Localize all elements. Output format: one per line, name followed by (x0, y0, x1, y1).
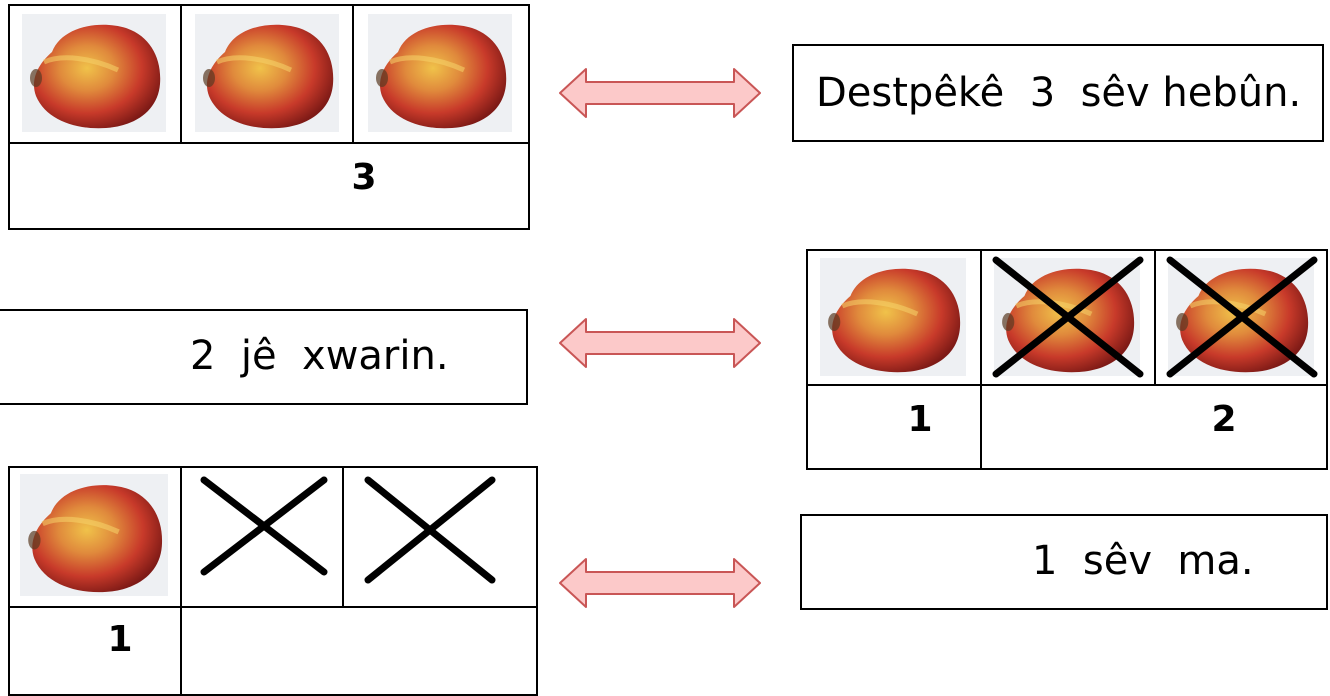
divider (806, 384, 1328, 386)
double-arrow-icon (559, 558, 761, 608)
cross-mark-icon (364, 476, 496, 584)
apple-icon (195, 14, 339, 132)
divider (180, 4, 182, 144)
step1-sentence-box: Destpêkê 3 sêv hebûn. (792, 44, 1324, 142)
apple-icon (820, 258, 966, 376)
step2-sentence-box: 2 jê xwarin. (0, 309, 528, 405)
cross-mark-icon (1166, 256, 1318, 378)
step3-sentence-box: 1 sêv ma. (800, 514, 1328, 610)
step3-remaining-count: 1 (107, 619, 133, 660)
double-arrow-icon (559, 318, 761, 368)
apple-icon (20, 474, 168, 596)
divider (1154, 249, 1156, 385)
step2-sentence: 2 jê xwarin. (190, 333, 449, 379)
double-arrow-icon (559, 68, 761, 118)
divider (8, 606, 538, 608)
step3-sentence: 1 sêv ma. (1032, 538, 1254, 584)
divider (342, 466, 344, 608)
step1-apple-table (8, 4, 530, 230)
divider (980, 249, 982, 470)
step2-apple-table (806, 249, 1328, 470)
cross-mark-icon (992, 256, 1144, 378)
divider (352, 4, 354, 144)
step1-count: 3 (351, 157, 377, 198)
step2-eaten-count: 2 (1211, 399, 1237, 440)
step1-sentence: Destpêkê 3 sêv hebûn. (816, 70, 1302, 116)
apple-icon (368, 14, 512, 132)
step2-remaining-count: 1 (907, 399, 933, 440)
divider (180, 466, 182, 696)
divider (8, 142, 530, 144)
cross-mark-icon (200, 476, 328, 576)
apple-icon (22, 14, 166, 132)
